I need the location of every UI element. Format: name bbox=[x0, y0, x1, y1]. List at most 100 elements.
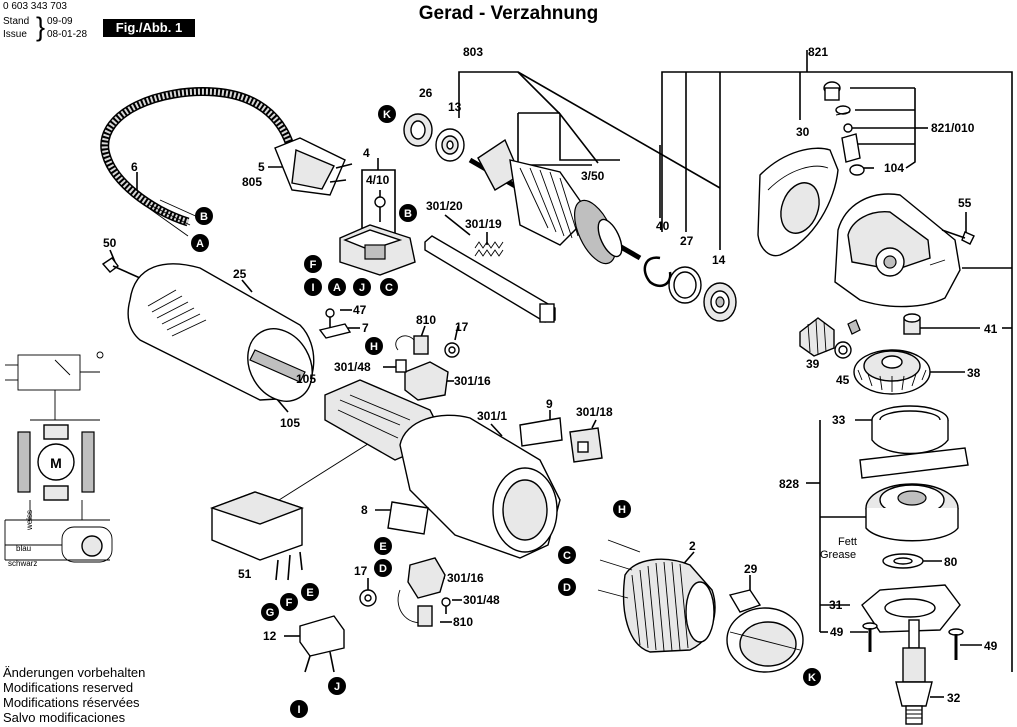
label-828: 828 bbox=[779, 477, 799, 491]
stand-label: Stand bbox=[3, 16, 30, 27]
label-27: 27 bbox=[680, 234, 694, 248]
washer-80 bbox=[882, 553, 924, 569]
svg-text:D: D bbox=[563, 582, 571, 594]
label-301-20: 301/20 bbox=[426, 199, 463, 213]
armature bbox=[468, 138, 642, 265]
label-47: 47 bbox=[353, 303, 367, 317]
spring-301-19 bbox=[474, 241, 504, 257]
marker-k-fan: K bbox=[803, 668, 821, 686]
label-821: 821 bbox=[808, 45, 828, 59]
label-49-left: 49 bbox=[830, 625, 844, 639]
screw-47 bbox=[318, 308, 352, 339]
field-coil bbox=[597, 539, 716, 653]
label-49-right: 49 bbox=[984, 639, 998, 653]
switch-rod bbox=[424, 235, 556, 323]
marker-a-cable: A bbox=[191, 234, 209, 252]
marker-f-switch: F bbox=[304, 255, 322, 273]
svg-text:F: F bbox=[286, 597, 293, 609]
svg-text:A: A bbox=[333, 282, 341, 294]
wire-label-black: schwarz bbox=[8, 559, 37, 568]
bearing-13 bbox=[435, 128, 465, 162]
label-51: 51 bbox=[238, 567, 252, 581]
motor-housing bbox=[127, 263, 315, 402]
svg-text:H: H bbox=[618, 504, 626, 516]
label-104: 104 bbox=[884, 161, 904, 175]
seal-33 bbox=[871, 405, 949, 455]
label-301-16-upper: 301/16 bbox=[454, 374, 491, 388]
svg-text:B: B bbox=[404, 208, 412, 220]
spindle-32 bbox=[895, 619, 933, 725]
svg-text:J: J bbox=[334, 681, 340, 693]
svg-text:C: C bbox=[563, 550, 571, 562]
label-803: 803 bbox=[463, 45, 483, 59]
screw-50 bbox=[101, 257, 141, 279]
suppressor-51 bbox=[209, 491, 305, 581]
svg-text:C: C bbox=[385, 282, 393, 294]
svg-text:D: D bbox=[379, 563, 387, 575]
bearing-flange-828 bbox=[859, 447, 969, 542]
screw-49-right bbox=[948, 628, 964, 660]
label-7: 7 bbox=[362, 321, 369, 335]
marker-b-switch: B bbox=[399, 204, 417, 222]
issue-date: 08-01-28 bbox=[47, 29, 88, 40]
label-26: 26 bbox=[419, 86, 433, 100]
label-301-16-lower: 301/16 bbox=[447, 571, 484, 585]
label-31: 31 bbox=[829, 598, 843, 612]
fan-guard-29 bbox=[726, 589, 804, 673]
label-12: 12 bbox=[263, 629, 277, 643]
label-301-19: 301/19 bbox=[465, 217, 502, 231]
marker-e-suppressor: E bbox=[301, 583, 319, 601]
label-810-upper: 810 bbox=[416, 313, 436, 327]
label-3-50: 3/50 bbox=[581, 169, 605, 183]
marker-j-switch: J bbox=[353, 278, 371, 296]
marker-h-lower: H bbox=[613, 500, 631, 518]
label-105-a: 105 bbox=[296, 372, 316, 386]
button-parts bbox=[823, 81, 865, 176]
label-301-48-upper: 301/48 bbox=[334, 360, 371, 374]
label-301-18: 301/18 bbox=[576, 405, 613, 419]
svg-text:I: I bbox=[311, 282, 314, 294]
label-45: 45 bbox=[836, 373, 850, 387]
label-80: 80 bbox=[944, 555, 958, 569]
flange-31 bbox=[861, 584, 961, 633]
label-55: 55 bbox=[958, 196, 972, 210]
label-2: 2 bbox=[689, 539, 696, 553]
svg-text:K: K bbox=[383, 109, 391, 121]
label-25: 25 bbox=[233, 267, 247, 281]
marker-a-switch: A bbox=[328, 278, 346, 296]
label-301-48-lower: 301/48 bbox=[463, 593, 500, 607]
svg-text:H: H bbox=[370, 341, 378, 353]
label-39: 39 bbox=[806, 357, 820, 371]
label-14: 14 bbox=[712, 253, 726, 267]
marker-g-suppressor: G bbox=[261, 603, 279, 621]
svg-text:K: K bbox=[808, 672, 816, 684]
label-40: 40 bbox=[656, 219, 670, 233]
label-33: 33 bbox=[832, 413, 846, 427]
cap-301-18 bbox=[569, 427, 603, 463]
label-13: 13 bbox=[448, 100, 462, 114]
label-17-lower: 17 bbox=[354, 564, 368, 578]
wiring-diagram bbox=[4, 351, 113, 563]
label-810-lower: 810 bbox=[453, 615, 473, 629]
svg-text:F: F bbox=[310, 259, 317, 271]
plate-9 bbox=[519, 417, 563, 447]
footer-line-es: Salvo modificaciones bbox=[3, 710, 126, 725]
svg-text:B: B bbox=[200, 211, 208, 223]
label-30: 30 bbox=[796, 125, 810, 139]
svg-text:J: J bbox=[359, 282, 365, 294]
footer-line-de: Änderungen vorbehalten bbox=[3, 665, 146, 680]
footer-line-fr: Modifications réservées bbox=[3, 695, 140, 710]
label-fett: Fett bbox=[838, 536, 857, 548]
page-title: Gerad - Verzahnung bbox=[418, 3, 599, 24]
marker-e-brush: E bbox=[374, 537, 392, 555]
nut-45 bbox=[834, 341, 852, 359]
marker-d-brush: D bbox=[374, 559, 392, 577]
marker-c-coil: C bbox=[558, 546, 576, 564]
part-labels: 803 821 821/010 26 13 3/50 30 104 55 40 … bbox=[103, 45, 998, 705]
label-105-b: 105 bbox=[280, 416, 300, 430]
capacitor-12 bbox=[299, 615, 345, 673]
gear-housing bbox=[834, 193, 961, 308]
motor-symbol: M bbox=[50, 455, 62, 471]
guard-30 bbox=[757, 147, 839, 257]
marker-b-cable: B bbox=[195, 207, 213, 225]
